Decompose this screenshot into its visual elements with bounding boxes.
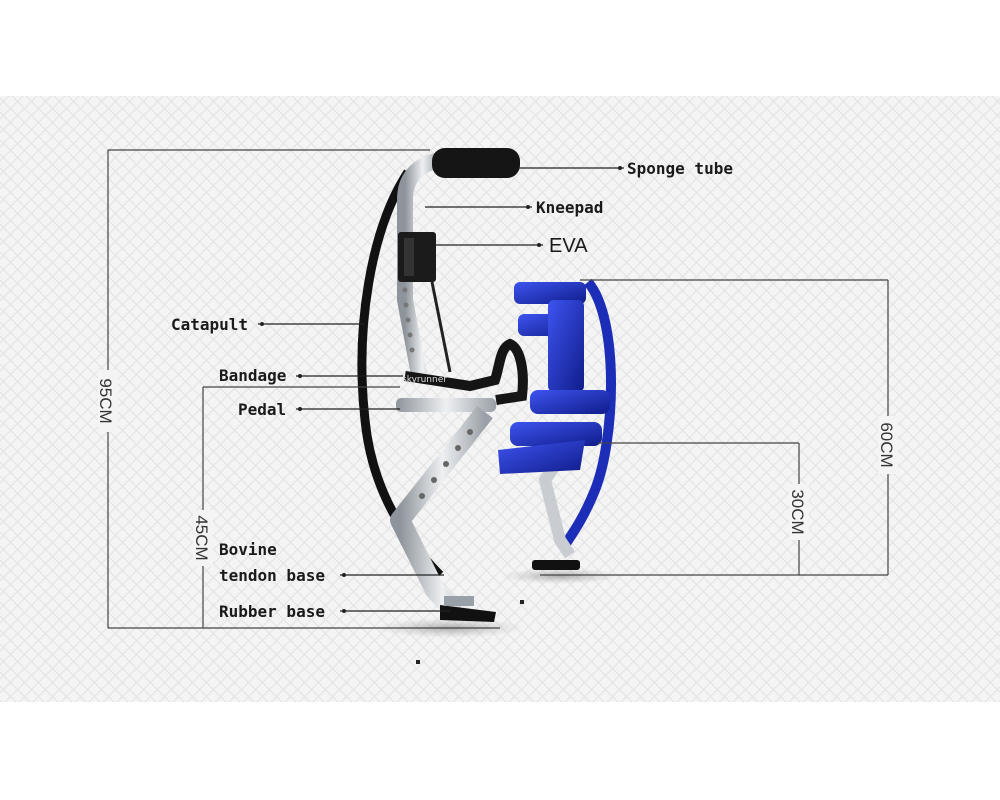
blue-stilt <box>498 278 616 570</box>
shadow-right <box>500 568 620 584</box>
label-rubber-base: Rubber base <box>219 602 325 621</box>
kneepad-strap <box>430 281 452 373</box>
eva-pad <box>398 232 436 282</box>
blue-spring <box>560 278 616 548</box>
label-sponge-tube: Sponge tube <box>627 159 733 178</box>
sponge-tube <box>432 148 520 178</box>
bandage-strap <box>404 338 528 405</box>
pedal-plate <box>396 398 496 412</box>
label-kneepad: Kneepad <box>536 198 603 217</box>
blue-rubber-base <box>532 560 580 570</box>
rubber-base <box>440 605 496 622</box>
blue-binding-upper <box>530 390 610 414</box>
lower-frame-holes <box>419 429 473 499</box>
label-catapult: Catapult <box>171 315 248 334</box>
blue-shin-plate <box>548 300 584 392</box>
frame-holes <box>402 287 415 353</box>
brand-text: skyrunner <box>402 375 447 385</box>
speck <box>416 660 420 664</box>
dim-95cm: 95CM <box>96 378 115 423</box>
label-bovine-line2: tendon base <box>219 566 325 585</box>
blue-binding-lower <box>510 422 602 446</box>
label-pedal: Pedal <box>238 400 286 419</box>
blue-foot-plate <box>498 440 585 474</box>
dim-60cm: 60CM <box>877 422 896 467</box>
blue-cuff-upper <box>514 282 586 304</box>
silver-stilt: skyrunner <box>357 148 528 622</box>
upper-frame <box>397 152 443 382</box>
dim-45cm: 45CM <box>192 515 211 560</box>
label-eva: EVA <box>549 235 588 257</box>
label-bandage: Bandage <box>219 366 286 385</box>
label-bovine-line1: Bovine <box>219 540 277 559</box>
leader-lines <box>258 166 624 613</box>
dim-30cm: 30CM <box>788 489 807 534</box>
speck <box>520 600 524 604</box>
